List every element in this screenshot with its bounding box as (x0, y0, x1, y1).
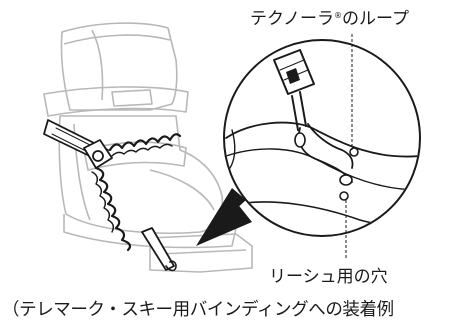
buckle-ring (92, 150, 104, 162)
coiled-cord-lower-back (91, 171, 115, 233)
tether-clip (165, 260, 177, 272)
zoom-dark-tab (286, 68, 300, 84)
boot-shell (58, 115, 224, 234)
zoom-knot-2 (339, 174, 353, 186)
boot-liner (91, 29, 104, 101)
detail-magnifier (196, 39, 421, 246)
zoom-strap-lower (291, 91, 307, 131)
zoom-knot-1 (294, 132, 306, 148)
label-leash-hole: リーシュ用の穴 (269, 267, 388, 287)
coiled-cord-lower (94, 166, 132, 252)
boot-cuff-rim (63, 34, 171, 45)
plate-arrow (196, 188, 246, 246)
boot-toe-box (149, 169, 215, 211)
binding-plate-edge (159, 249, 247, 255)
zoom-bead-1 (349, 147, 359, 157)
boot-cuff (60, 22, 178, 111)
leash (43, 119, 246, 272)
ski-boot (43, 22, 253, 273)
magnifier-pointer (196, 202, 252, 246)
figure-caption: （テレマーク・スキー用バインディングへの装着例 (2, 300, 394, 320)
coiled-cord-upper (108, 133, 182, 152)
label-technora-main: テクノーラ (250, 9, 334, 29)
coiled-cord-upper-back (111, 143, 173, 157)
label-technora-tail: のループ (341, 9, 409, 29)
leader-lines (345, 34, 353, 258)
boot-power-strap (43, 86, 189, 117)
tether-strap (141, 227, 175, 271)
boot-buckle-mid (83, 141, 187, 171)
boot-buckle-upper (111, 89, 153, 107)
binding-plate (149, 233, 253, 273)
label-technora-loop: テクノーラ®のループ (250, 4, 409, 29)
zoom-bead-2 (339, 191, 349, 201)
zoom-shell-ridge (229, 129, 236, 169)
boot-sole (63, 214, 237, 249)
zoom-technora-loop-b (307, 123, 354, 169)
registered-mark: ® (333, 11, 342, 20)
